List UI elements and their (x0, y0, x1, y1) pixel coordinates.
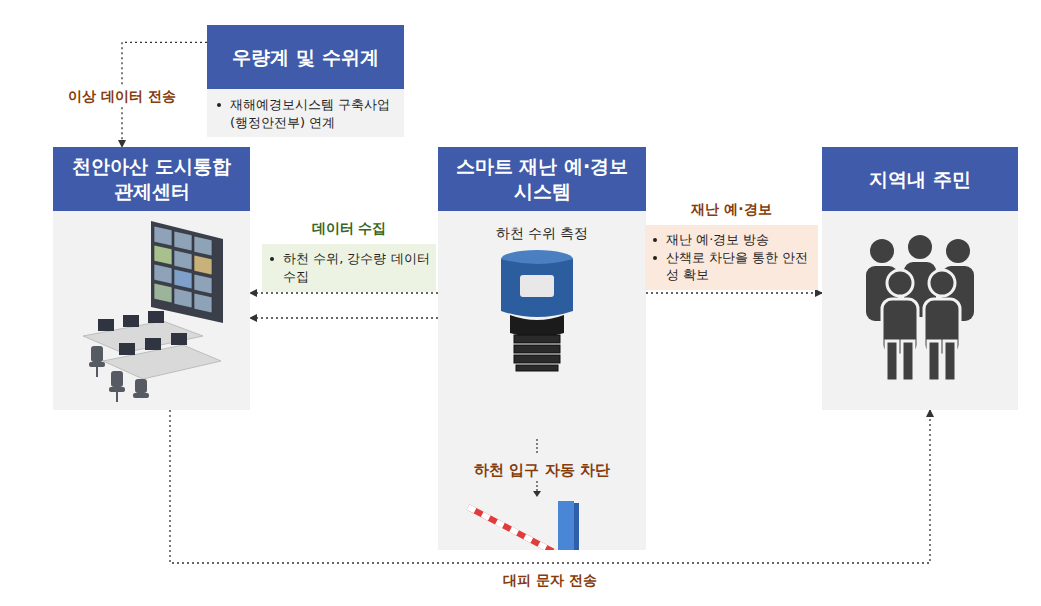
box-header: 지역내 주민 (822, 147, 1018, 211)
bullet-text: 하천 수위, 강수량 데이터 수집 (283, 250, 430, 285)
callout-heading: 데이터 수집 (262, 220, 436, 238)
dotted-connector (250, 292, 438, 293)
callout-box: 재난 예·경보재난 예·경보 방송산책로 차단을 통한 안전성 확보 (645, 201, 818, 290)
callout-heading: 재난 예·경보 (645, 201, 818, 219)
box-header: 우량계 및 수위계 (207, 25, 404, 89)
header-text: 우량계 및 수위계 (232, 45, 378, 70)
control-room-illustration (53, 211, 250, 410)
bullet-text: 재난 예·경보 방송 (666, 231, 769, 249)
connector-label: 대피 문자 전송 (499, 571, 601, 591)
bullet-text: 재해예경보시스템 구축사업(행정안전부) 연계 (230, 96, 396, 131)
box-panel (53, 211, 250, 410)
box-panel: 재해예경보시스템 구축사업(행정안전부) 연계 (207, 89, 404, 137)
callout-body: 하천 수위, 강수량 데이터 수집 (262, 244, 436, 292)
bullet-item: 하천 수위, 강수량 데이터 수집 (268, 250, 430, 285)
bullet-item: 재난 예·경보 방송 (651, 231, 812, 249)
dotted-connector (250, 317, 438, 318)
system-box: 스마트 재난 예·경보 시스템 하천 수위 측정하천 입구 자동 차단 (438, 147, 646, 550)
bullet-text: 산책로 차단을 통한 안전성 확보 (666, 249, 812, 284)
bullet-dot (653, 238, 657, 242)
bullet-item: 재해예경보시스템 구축사업(행정안전부) 연계 (215, 96, 396, 131)
bullet-dot (217, 103, 221, 107)
system-box: 천안아산 도시통합관제센터 (53, 147, 250, 410)
header-text: 지역내 주민 (869, 167, 971, 192)
box-panel: 하천 수위 측정하천 입구 자동 차단 (438, 211, 646, 550)
system-box: 지역내 주민 (822, 147, 1018, 410)
residents-icon (822, 211, 1018, 410)
connector-label: 이상 데이터 전송 (64, 87, 180, 107)
bullet-dot (270, 257, 274, 261)
box-panel (822, 211, 1018, 410)
header-text: 천안아산 도시통합관제센터 (63, 154, 240, 203)
header-text: 스마트 재난 예·경보 시스템 (448, 154, 636, 203)
box-header: 천안아산 도시통합관제센터 (53, 147, 250, 211)
panel-text: 하천 수위 측정 (438, 225, 646, 243)
box-header: 스마트 재난 예·경보 시스템 (438, 147, 646, 211)
dotted-connector (646, 292, 822, 293)
system-box: 우량계 및 수위계재해예경보시스템 구축사업(행정안전부) 연계 (207, 25, 404, 137)
bullet-item: 산책로 차단을 통한 안전성 확보 (651, 249, 812, 284)
callout-box: 데이터 수집하천 수위, 강수량 데이터 수집 (262, 220, 436, 292)
water-level-sensor-illustration (438, 211, 634, 550)
callout-body: 재난 예·경보 방송산책로 차단을 통한 안전성 확보 (645, 225, 818, 290)
panel-text: 하천 입구 자동 차단 (438, 461, 646, 480)
bullet-dot (653, 256, 657, 260)
